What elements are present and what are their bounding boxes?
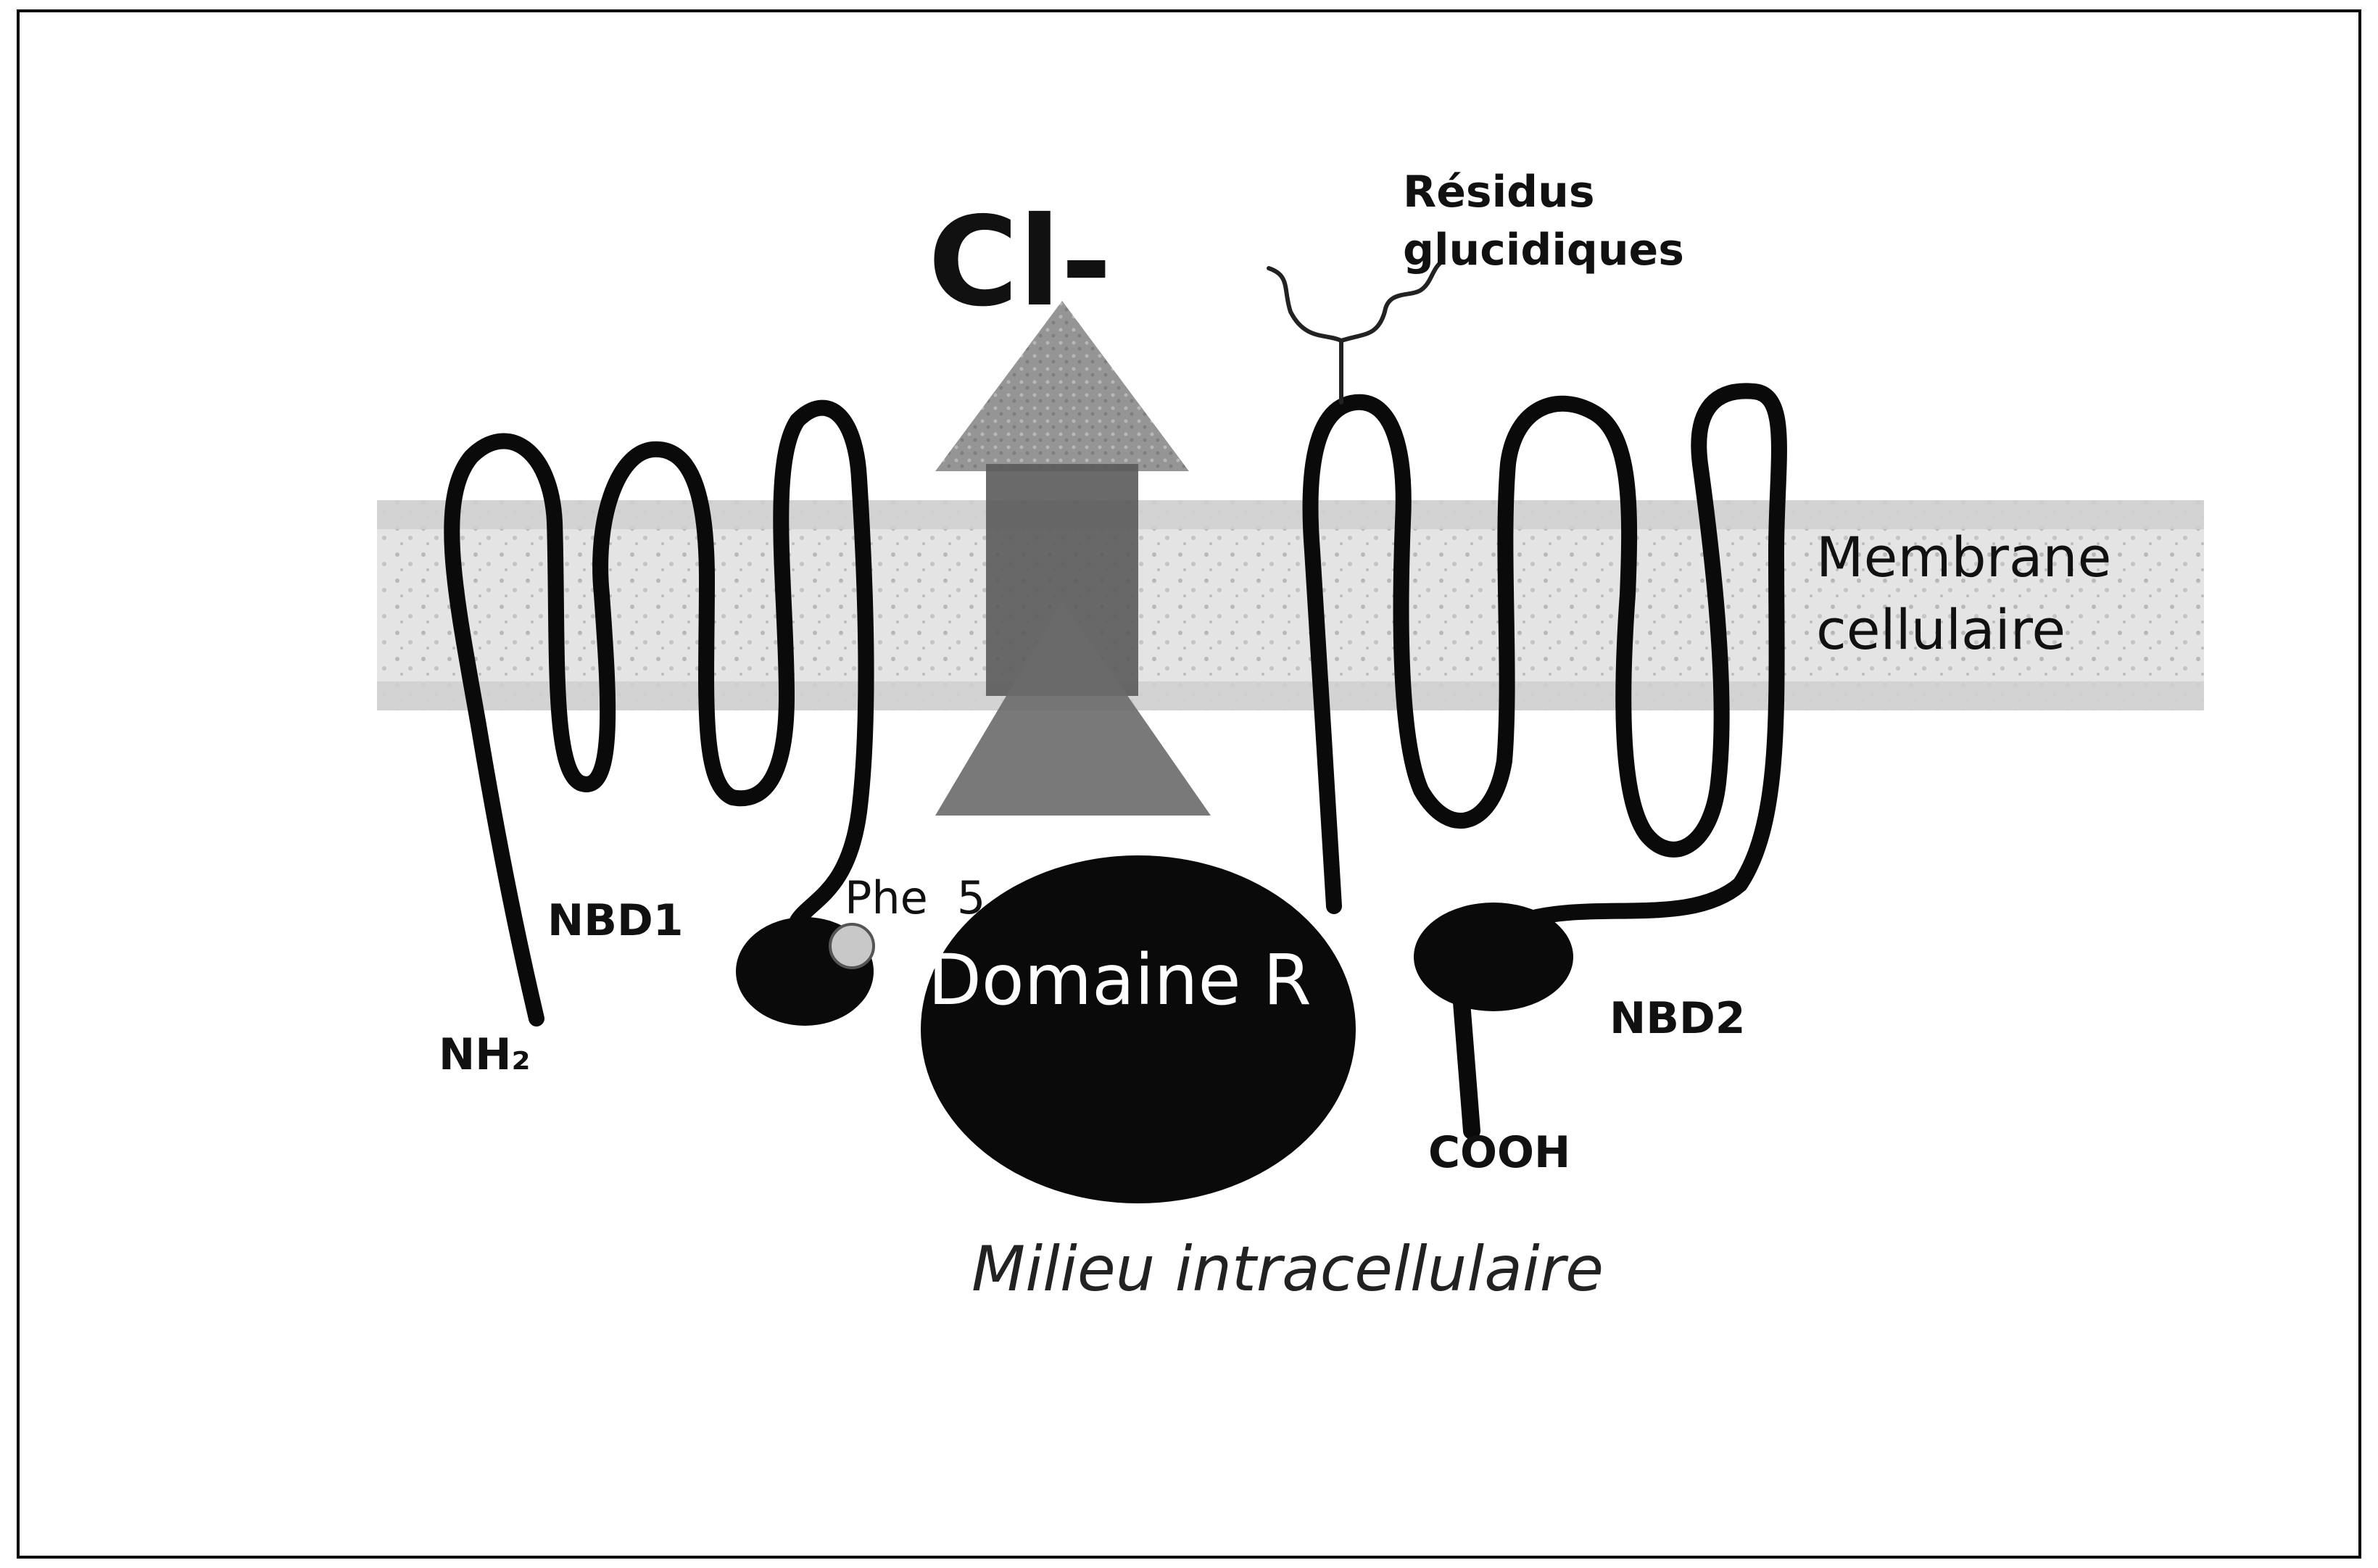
- r-domain: [921, 855, 1356, 1203]
- nbd1-label: NBD1: [547, 895, 684, 946]
- glyco-label-line1: Résidus: [1403, 167, 1595, 217]
- nh2-label: NH₂: [439, 1029, 531, 1080]
- glyco-label-line2: glucidiques: [1403, 225, 1684, 275]
- frame-border: [18, 11, 2360, 1557]
- chloride-label: Cl-: [928, 191, 1112, 334]
- phe508-residue: [830, 924, 874, 968]
- r-domain-label: Domaine R: [928, 939, 1312, 1021]
- nbd2-domain: [1414, 903, 1573, 1011]
- membrane-label-line1: Membrane: [1816, 525, 2111, 589]
- nbd2-label: NBD2: [1610, 993, 1746, 1044]
- cooh-label: COOH: [1428, 1127, 1570, 1178]
- c-terminal-tail: [1461, 993, 1472, 1131]
- intracellular-label: Milieu intracellulaire: [972, 1233, 1604, 1306]
- membrane-label-line2: cellulaire: [1816, 597, 2066, 662]
